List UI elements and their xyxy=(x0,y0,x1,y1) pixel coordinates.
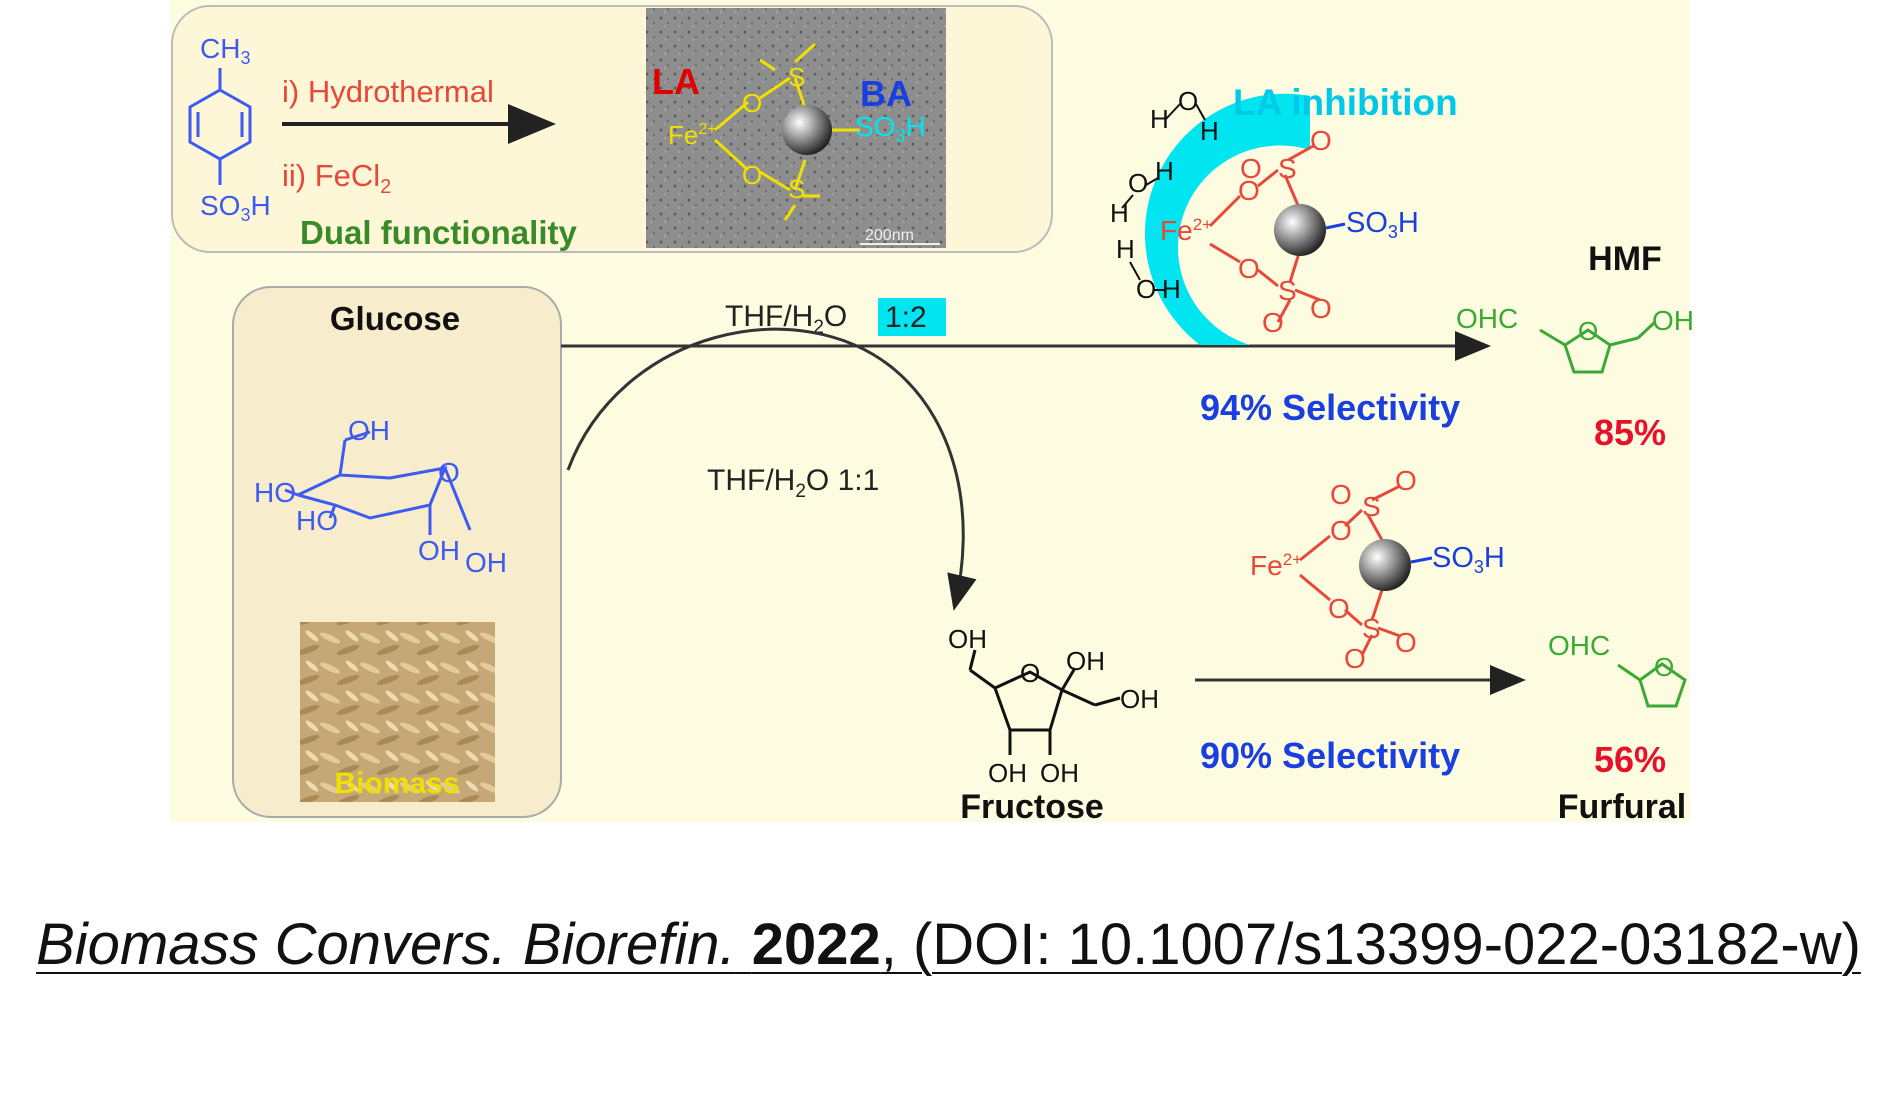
catalyst1-sphere xyxy=(1274,204,1326,256)
glucose-title: Glucose xyxy=(330,300,460,337)
fructose-oh-2: OH xyxy=(1066,646,1105,676)
tem-o-label: O xyxy=(742,88,762,118)
catalyst2-s2: S xyxy=(1362,613,1381,644)
tem-fe-label: Fe2+ xyxy=(668,120,717,150)
furfural-yield: 56% xyxy=(1594,739,1666,780)
catalyst2-o5: O xyxy=(1344,643,1366,674)
route1-ratio: 1:2 xyxy=(885,301,927,334)
catalyst2-s1: S xyxy=(1362,491,1381,522)
svg-text:H: H xyxy=(1162,274,1181,304)
furfural-ohc: OHC xyxy=(1548,630,1610,661)
water-bonds xyxy=(1121,103,1206,291)
step-fecl2: ii) FeCl2 xyxy=(282,158,391,198)
route2-solvent: THF/H2O 1:1 xyxy=(707,464,879,502)
catalyst2-o3: O xyxy=(1395,465,1417,496)
dual-functionality-label: Dual functionality xyxy=(300,214,577,251)
catalyst1-o2: O xyxy=(1310,125,1332,156)
glucose-ho-2: HO xyxy=(296,505,338,536)
hmf-yield: 85% xyxy=(1594,412,1666,453)
ch3-label: CH3 xyxy=(200,33,250,68)
catalyst1-o5: O xyxy=(1262,307,1284,338)
catalyst1-fe: Fe2+ xyxy=(1160,215,1212,246)
catalyst1-o3: O xyxy=(1240,153,1262,184)
fructose-oh-1: OH xyxy=(948,624,987,654)
tem-so3h-label: SO3H xyxy=(855,111,926,146)
tem-o-label-2: O xyxy=(742,160,762,190)
catalyst2-so3h: SO3H xyxy=(1432,542,1505,577)
citation-year: 2022 xyxy=(751,912,881,977)
tsoh-so3h-label: SO3H xyxy=(200,190,271,225)
glucose-ho-left: HO xyxy=(254,477,296,508)
catalyst1-so3h-bond xyxy=(1325,222,1346,230)
catalyst1-s2: S xyxy=(1278,275,1297,306)
tem-scale-label: 200nm xyxy=(865,227,914,244)
route2-selectivity: 90% Selectivity xyxy=(1200,735,1460,776)
catalyst2-o1: O xyxy=(1330,515,1352,546)
route1-ratio-highlight xyxy=(878,298,946,336)
citation-doi: , (DOI: 10.1007/s13399-022-03182-w) xyxy=(880,912,1861,977)
biomass-photo xyxy=(300,622,495,802)
glucose-ring-o: O xyxy=(438,457,460,488)
glucose-oh-4: OH xyxy=(465,547,507,578)
svg-text:H: H xyxy=(1150,104,1169,134)
catalyst2-o2: O xyxy=(1330,479,1352,510)
route1-solvent: THF/H2O xyxy=(725,300,847,338)
la-inhibition-label: LA inhibition xyxy=(1233,82,1458,123)
glucose-oh-top: OH xyxy=(348,415,390,446)
furfural-label: Furfural xyxy=(1558,788,1686,826)
la-label: LA xyxy=(652,61,700,102)
svg-text:H: H xyxy=(1155,156,1174,186)
citation-journal: Biomass Convers. Biorefin. xyxy=(36,912,736,977)
water-molecules: H O H O H H H O H xyxy=(1110,86,1219,304)
route1-selectivity: 94% Selectivity xyxy=(1200,387,1460,428)
glucose-structure xyxy=(284,430,472,535)
catalyst2-sphere xyxy=(1359,539,1411,591)
route2-curved-arrow xyxy=(566,327,977,611)
ba-label: BA xyxy=(860,73,912,114)
fructose-ring-o: O xyxy=(1020,658,1040,688)
fructose-structure xyxy=(968,649,1121,755)
tem-catalyst-sphere xyxy=(782,105,832,155)
catalyst2-o6: O xyxy=(1395,627,1417,658)
svg-text:O: O xyxy=(1136,274,1156,304)
hmf-label: HMF xyxy=(1588,240,1662,278)
reaction-scheme: CH3 SO3H i) Hydrothermal ii) FeCl2 Dual … xyxy=(170,0,1694,826)
citation: Biomass Convers. Biorefin. 2022, (DOI: 1… xyxy=(0,905,1897,985)
step-hydrothermal: i) Hydrothermal xyxy=(282,74,494,109)
tem-s-label: S xyxy=(788,62,805,92)
hmf-ohc: OHC xyxy=(1456,303,1518,334)
svg-text:O: O xyxy=(1178,86,1198,116)
svg-text:O: O xyxy=(1128,168,1148,198)
water-shell xyxy=(1144,93,1310,345)
hmf-structure xyxy=(1539,320,1657,374)
catalyst2-o4: O xyxy=(1328,593,1350,624)
catalyst2-bonds xyxy=(1299,484,1401,656)
fructose-oh-5: OH xyxy=(1040,758,1079,788)
svg-text:H: H xyxy=(1200,116,1219,146)
biomass-label: Biomass xyxy=(334,767,459,800)
catalyst2-fe: Fe2+ xyxy=(1250,550,1302,581)
hmf-o: O xyxy=(1578,316,1598,346)
catalyst2-so3h-bond xyxy=(1410,556,1433,564)
tsoh-structure xyxy=(188,68,252,185)
svg-text:H: H xyxy=(1116,234,1135,264)
furfural-structure xyxy=(1617,662,1687,708)
fructose-label: Fructose xyxy=(960,788,1104,826)
tem-s-label-2: S xyxy=(788,174,805,204)
glucose-oh-3: OH xyxy=(418,535,460,566)
catalyst1-so3h: SO3H xyxy=(1346,207,1419,242)
catalyst1-s1: S xyxy=(1278,153,1297,184)
scheme-canvas: CH3 SO3H i) Hydrothermal ii) FeCl2 Dual … xyxy=(170,0,1694,826)
hmf-oh: OH xyxy=(1652,305,1694,336)
catalyst1-o4: O xyxy=(1238,253,1260,284)
fructose-oh-3: OH xyxy=(1120,684,1159,714)
catalyst1-o6: O xyxy=(1310,293,1332,324)
furfural-o: O xyxy=(1654,652,1674,682)
tem-catalyst-bonds xyxy=(713,42,860,221)
fructose-oh-4: OH xyxy=(988,758,1027,788)
catalyst1-o1: O xyxy=(1238,175,1260,206)
